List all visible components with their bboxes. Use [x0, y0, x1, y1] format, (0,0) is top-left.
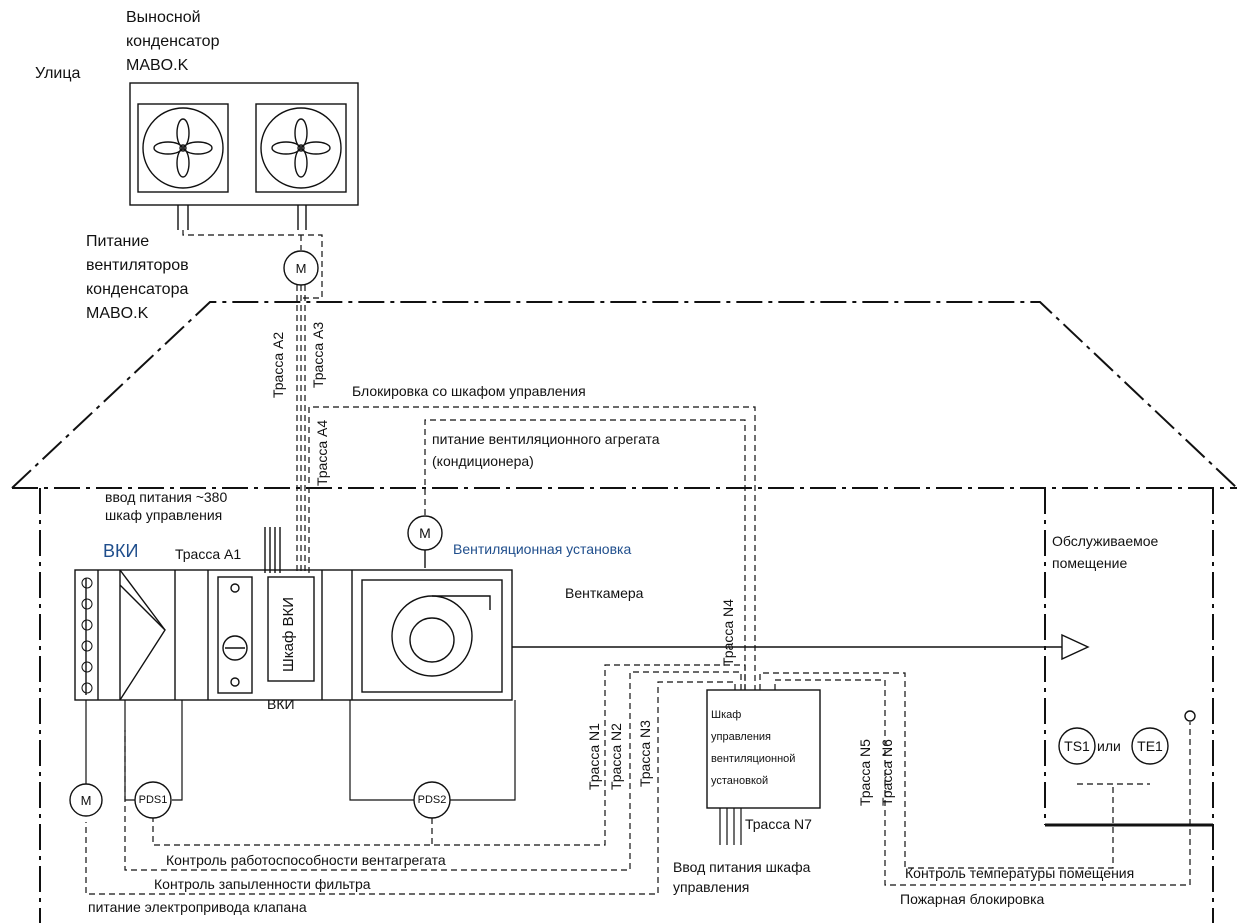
- pds2-sensor: PDS2: [417, 794, 447, 806]
- lock-cabinet-label: Блокировка со шкафом управления: [352, 383, 586, 399]
- control-dust-label: Контроль запыленности фильтра: [154, 876, 371, 892]
- route-n4-label: Трасса N4: [720, 599, 736, 666]
- route-n2-label: Трасса N2: [608, 723, 624, 790]
- fan-icon: [271, 118, 331, 178]
- sensor-leads: [85, 700, 516, 801]
- route-n5-label: Трасса N5: [857, 739, 873, 806]
- building-outline: [11, 301, 1237, 923]
- condenser-unit: [129, 82, 359, 230]
- route-n1-label: Трасса N1: [586, 723, 602, 790]
- wiring: [85, 230, 1191, 895]
- vki-small-label: ВКИ: [267, 696, 295, 712]
- fan-icon: [153, 118, 213, 178]
- control-perf-label: Контроль работоспособности вентагрегата: [166, 852, 446, 868]
- vent-chamber-label: Венткамера: [565, 585, 644, 601]
- unit-motor: М: [419, 525, 431, 541]
- fire-lock-label: Пожарная блокировка: [900, 891, 1045, 907]
- vent-unit-label: Вентиляционная установка: [453, 541, 632, 557]
- te1-sensor: TE1: [1137, 738, 1163, 754]
- street-label: Улица: [35, 65, 81, 82]
- route-a2-label: Трасса А2: [270, 331, 286, 398]
- route-n6-label: Трасса N6: [879, 739, 895, 806]
- vki-title: ВКИ: [103, 541, 139, 561]
- ahu-unit: [74, 527, 1090, 701]
- route-a1-label: Трасса А1: [175, 546, 242, 562]
- control-cabinet: [706, 689, 821, 809]
- route-n3-label: Трасса N3: [637, 720, 653, 787]
- device-circles: [69, 250, 1196, 819]
- route-a4-label: Трасса А4: [314, 419, 330, 486]
- filter-hatch: [81, 577, 93, 694]
- valve-power-label: питание электропривода клапана: [88, 899, 307, 915]
- ts1-sensor: TS1: [1064, 738, 1090, 754]
- unit-power-label: питание вентиляционного агрегата(кондици…: [432, 431, 660, 469]
- or-label: или: [1097, 738, 1121, 754]
- control-temp-label: Контроль температуры помещения: [905, 865, 1135, 881]
- cabinet-vki-label: Шкаф ВКИ: [280, 596, 297, 672]
- pds1-sensor: PDS1: [138, 794, 168, 806]
- valve-motor: М: [80, 793, 92, 808]
- route-n7-label: Трасса N7: [745, 816, 812, 832]
- route-a3-label: Трасса А3: [310, 321, 326, 388]
- condenser-motor: М: [295, 261, 307, 276]
